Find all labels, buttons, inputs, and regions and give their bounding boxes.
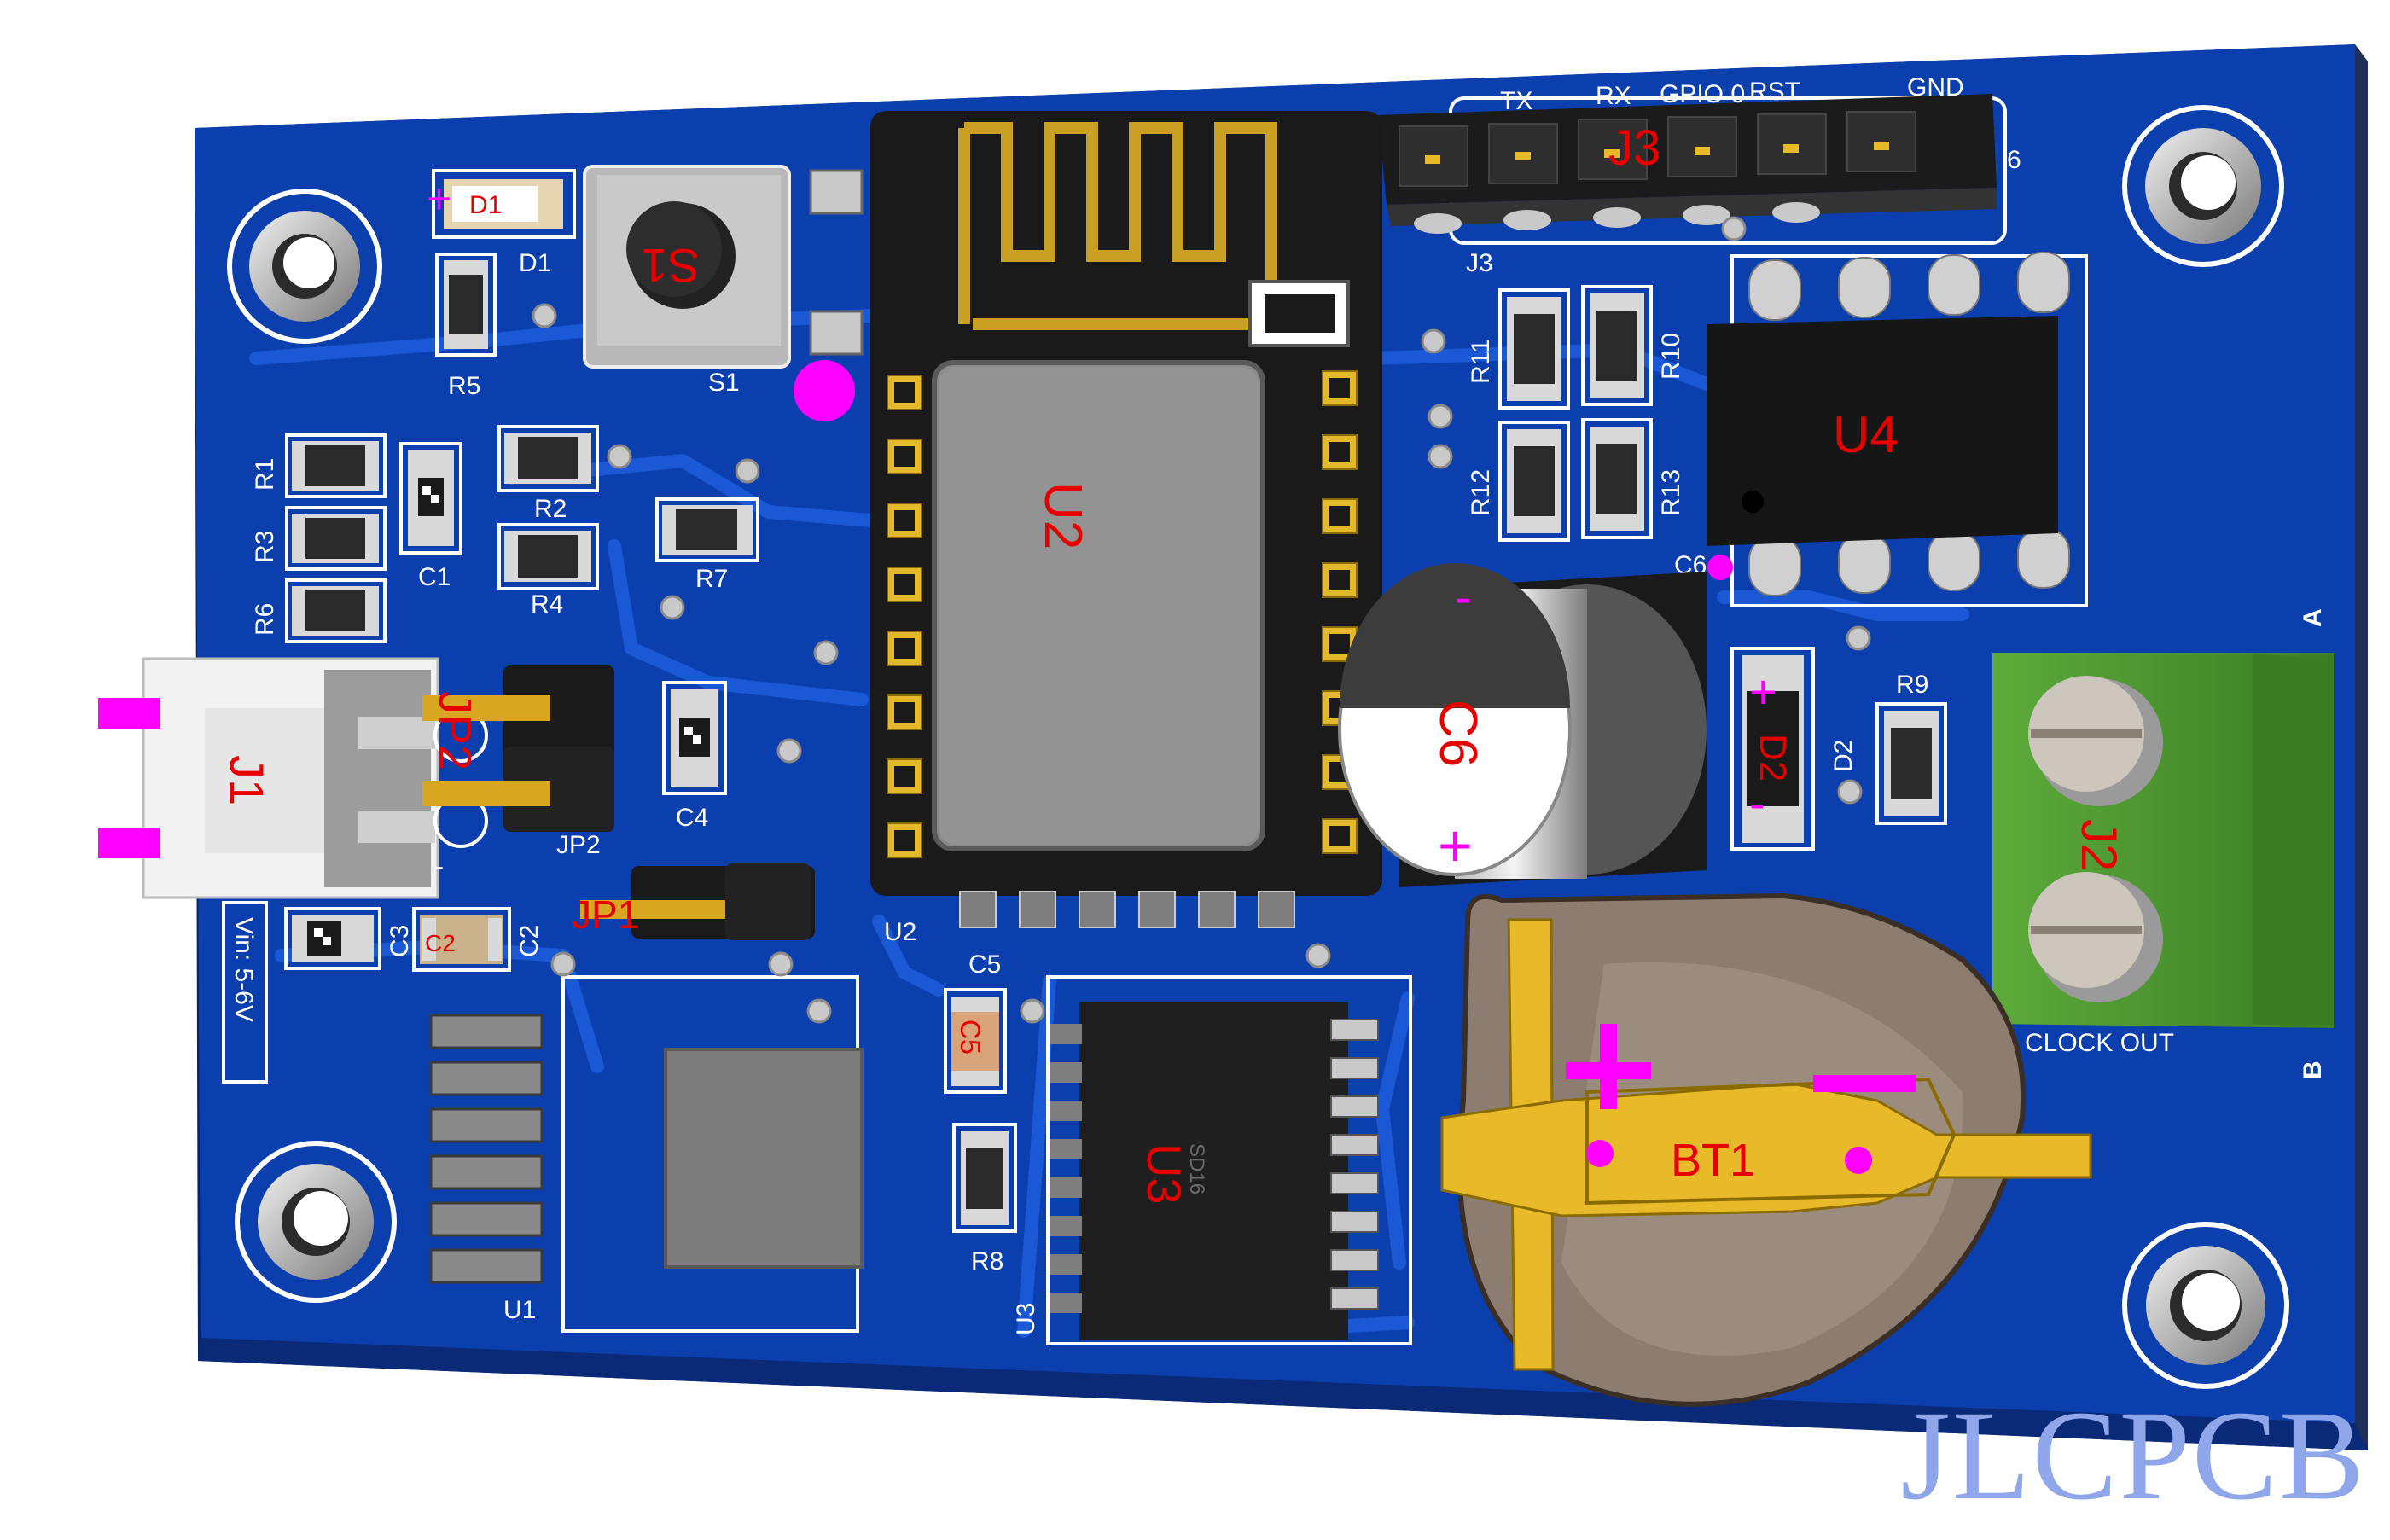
led-plus-marker: + [427,175,451,223]
d2-plus-marker: + [1749,665,1777,718]
silk-c5: C5 [968,950,1001,979]
ref-j3: J3 [1608,120,1660,176]
ref-jp2: JP2 [429,691,480,770]
silk-c3: C3 [386,925,414,957]
j1-minus-label: - [435,852,444,880]
resistor-r2 [497,425,599,492]
jumper-jp2 [422,665,614,848]
silk-s1: S1 [708,369,740,397]
ref-u2: U2 [1033,482,1092,549]
resistor-r7 [655,497,759,562]
d2-minus-marker: - [1749,776,1765,829]
mounting-hole-top-left [227,189,382,344]
silk-pin-rx: RX [1596,82,1631,110]
silk-r12: R12 [1467,469,1495,516]
chip-u3: SD16 [1046,975,1412,1345]
ref-u4: U4 [1833,406,1899,463]
silk-r4: R4 [531,590,563,619]
ref-c2: C2 [425,930,456,956]
ref-d1: D1 [469,191,502,219]
silk-vin: Vin: 5-6V [230,917,258,1022]
vin-label-box [222,901,268,1084]
resistor-r11 [1498,288,1570,410]
button-s1 [583,165,864,369]
ref-j2: J2 [2071,819,2126,871]
diode-d2: + - [1730,647,1815,851]
chip-u4 [1707,252,2088,607]
resistor-r4 [497,523,599,590]
silk-d2: D2 [1829,740,1858,772]
resistor-r3 [285,506,387,571]
silk-r9: R9 [1896,671,1928,699]
mounting-hole-bottom-left [235,1141,397,1303]
c6-plus-marker: + [1438,812,1473,879]
silk-u3: U3 [1012,1303,1040,1335]
silk-u2: U2 [884,918,916,946]
ref-s1: S1 [642,239,701,293]
resistor-r6 [285,578,387,643]
jlcpcb-watermark: JLCPCB [1900,1385,2366,1526]
resistor-r8 [952,1123,1017,1233]
silk-u1: U1 [503,1296,536,1324]
silk-d1: D1 [519,249,551,277]
capacitor-c6: - + [1338,563,1707,887]
resistor-r5 [435,253,497,357]
silk-pin-six: 6 [2007,146,2021,174]
silk-r5: R5 [448,372,480,400]
mounting-hole-bottom-right [2122,1222,2289,1389]
resistor-r1 [285,433,387,498]
capacitor-c3 [284,907,381,970]
silk-r13: R13 [1657,469,1685,516]
header-j3 [1378,94,2007,245]
silk-pin-gnd: GND [1907,73,1964,102]
ref-d2: D2 [1752,734,1794,782]
u3-marking: SD16 [1185,1143,1208,1194]
ref-bt1: BT1 [1671,1135,1755,1186]
silk-terminal-b: B [2299,1061,2327,1079]
silk-r10: R10 [1657,333,1685,380]
ref-c5: C5 [955,1020,986,1055]
silk-c4: C4 [676,804,708,832]
capacitor-c2 [412,907,511,972]
ref-u3: U3 [1137,1143,1191,1205]
silk-r11: R11 [1467,339,1495,384]
silk-r2: R2 [534,495,567,523]
terminal-j2 [1992,653,2334,1028]
silk-pin-rst: RST [1749,78,1800,106]
ref-jp1: JP1 [572,892,639,937]
capacitor-c4 [662,681,727,795]
silk-r3: R3 [251,531,279,563]
silk-clock-out: CLOCK OUT [2025,1029,2174,1057]
silk-pin-gpio0: GPIO 0 [1660,80,1745,108]
module-u2 [794,111,1382,928]
capacitor-c5 [944,988,1007,1094]
silk-r1: R1 [251,458,279,491]
connector-j1: + - [98,657,451,899]
ref-c6: C6 [1428,700,1487,767]
silk-r8: R8 [971,1247,1003,1276]
capacitor-c1 [399,442,462,555]
silk-terminal-a: A [2299,608,2327,627]
resistor-r13 [1581,418,1653,539]
jumper-jp1 [580,863,815,940]
silk-jp2: JP2 [556,831,601,859]
vias [532,216,1871,1024]
battery-holder-bt1 [1440,892,2092,1407]
resistor-r12 [1498,421,1570,542]
ref-j1: J1 [220,755,274,805]
mounting-hole-top-right [2122,105,2284,267]
silk-r6: R6 [251,603,279,636]
c6-minus-marker: - [1455,568,1472,625]
silk-c1: C1 [418,563,451,591]
silk-r7: R7 [695,565,728,593]
resistor-r9 [1875,702,1947,825]
silk-j3: J3 [1466,249,1493,277]
silk-c2: C2 [515,925,544,957]
resistor-r10 [1581,285,1653,406]
silk-pin-tx: TX [1500,87,1532,115]
led-d1: + [427,169,576,239]
regulator-u1 [429,975,864,1333]
